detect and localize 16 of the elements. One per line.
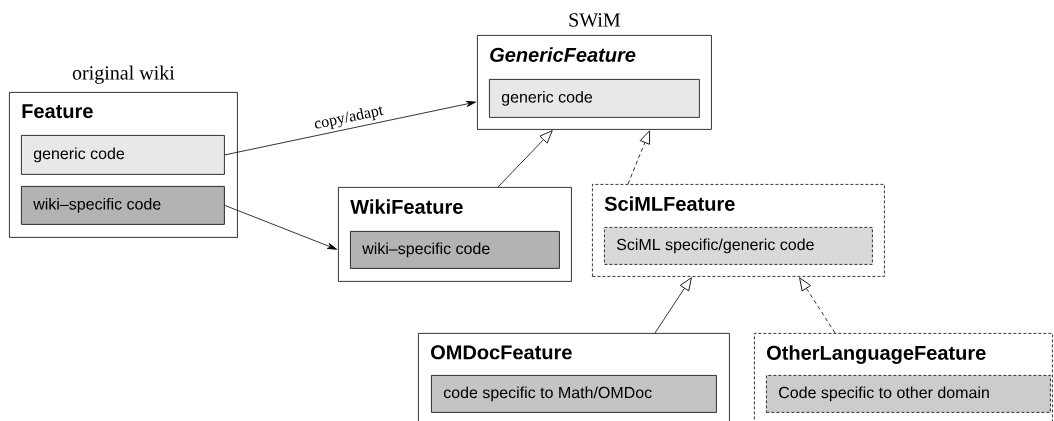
code-box: wiki–specific code	[350, 231, 560, 269]
code-box: generic code	[489, 79, 700, 118]
edge-label: copy/adapt	[311, 102, 386, 134]
code-box: SciML specific/generic code	[604, 227, 873, 265]
code-box: code specific to Math/OMDoc	[431, 375, 717, 413]
arrow	[799, 277, 836, 334]
code-box: wiki–specific code	[21, 186, 225, 225]
arrow	[224, 205, 338, 250]
code-box: generic code	[21, 135, 225, 175]
group-heading: SWiM	[569, 13, 621, 27]
arrow	[627, 130, 650, 185]
code-box: Code specific to other domain	[766, 375, 1051, 413]
arrow	[224, 100, 476, 156]
group-heading: original wiki	[72, 65, 175, 84]
arrow	[654, 277, 692, 334]
arrow	[497, 130, 553, 188]
